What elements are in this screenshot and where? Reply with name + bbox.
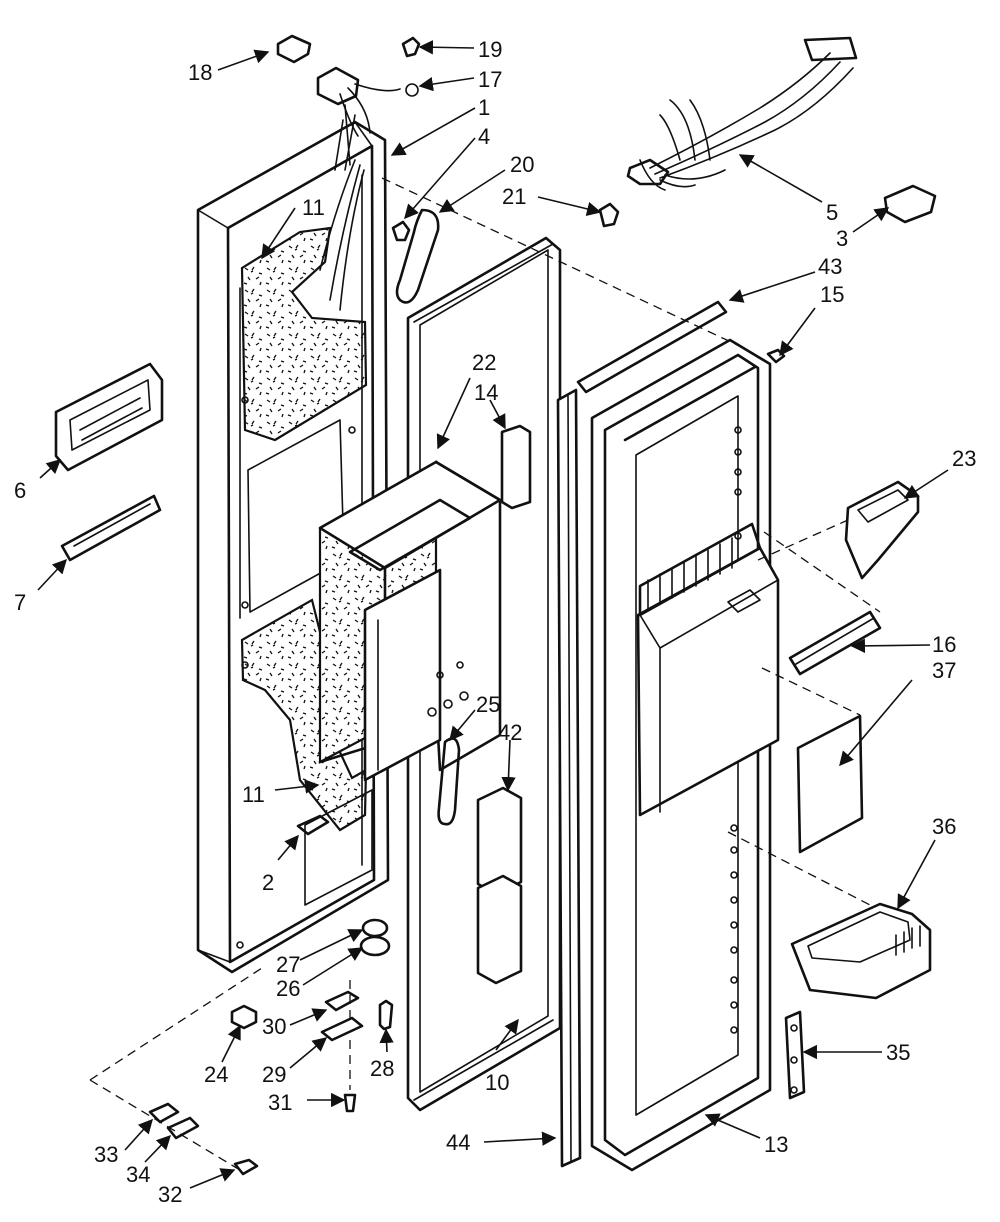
label-43: 43 — [818, 254, 842, 279]
label-36: 36 — [932, 814, 956, 839]
label-5: 5 — [826, 200, 838, 225]
label-20: 20 — [510, 152, 534, 177]
top-wiring — [276, 34, 421, 137]
label-17: 17 — [478, 67, 502, 92]
label-21: 21 — [502, 184, 526, 209]
label-19: 19 — [478, 37, 502, 62]
label-25: 25 — [476, 692, 500, 717]
trim-strip — [556, 388, 582, 1168]
hinge-parts — [89, 814, 394, 1176]
label-4: 4 — [478, 124, 490, 149]
outer-door-shell — [590, 338, 780, 1172]
label-16: 16 — [932, 632, 956, 657]
label-28: 28 — [370, 1056, 394, 1081]
label-42: 42 — [498, 720, 522, 745]
label-35: 35 — [886, 1040, 910, 1065]
label-6: 6 — [14, 478, 26, 503]
label-37: 37 — [932, 658, 956, 683]
tube-and-clip — [391, 202, 620, 304]
dispenser-housing — [318, 460, 502, 782]
label-13: 13 — [764, 1132, 788, 1157]
label-18: 18 — [188, 60, 212, 85]
label-30: 30 — [262, 1014, 286, 1039]
label-3: 3 — [836, 226, 848, 251]
label-27: 27 — [276, 952, 300, 977]
label-1: 1 — [478, 95, 490, 120]
leader-lines — [37, 40, 949, 1189]
right-side-parts — [626, 36, 937, 1100]
label-23: 23 — [952, 446, 976, 471]
label-22: 22 — [472, 350, 496, 375]
label-24: 24 — [204, 1062, 228, 1087]
label-15: 15 — [820, 282, 844, 307]
label-34: 34 — [126, 1162, 150, 1187]
label-14: 14 — [474, 380, 498, 405]
label-11-bottom: 11 — [242, 782, 265, 807]
part-labels: 1 2 3 4 5 6 7 10 11 11 13 14 15 16 17 18… — [14, 37, 976, 1207]
left-trim-parts — [54, 362, 164, 562]
label-44: 44 — [446, 1130, 470, 1155]
label-29: 29 — [262, 1062, 286, 1087]
label-33: 33 — [94, 1142, 118, 1167]
label-2: 2 — [262, 870, 274, 895]
label-26: 26 — [276, 976, 300, 1001]
gasket-inner-parts — [437, 424, 532, 985]
label-11-top: 11 — [302, 195, 325, 220]
label-7: 7 — [14, 590, 26, 615]
label-31: 31 — [268, 1090, 292, 1115]
label-10: 10 — [485, 1070, 509, 1095]
label-32: 32 — [158, 1182, 182, 1207]
